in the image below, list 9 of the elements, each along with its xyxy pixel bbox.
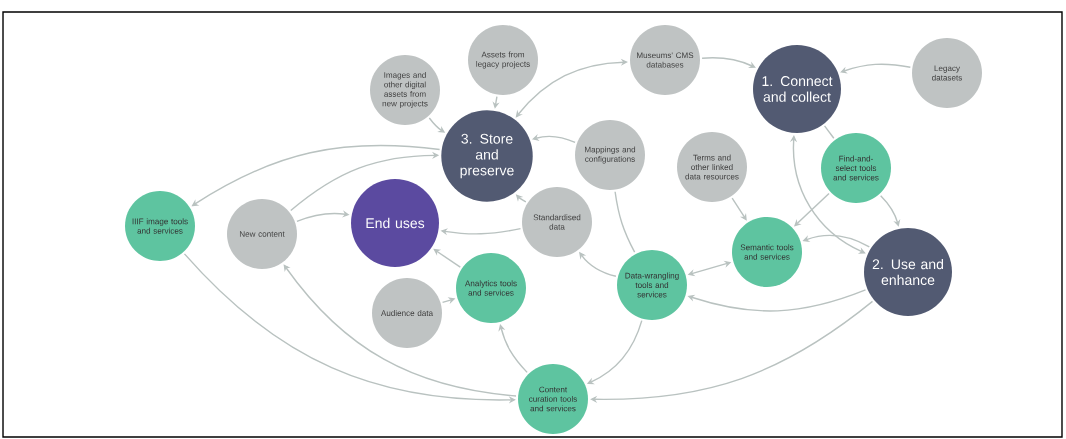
- arrow: [191, 144, 441, 207]
- arrow: [789, 135, 866, 254]
- arrow: [283, 264, 517, 397]
- arrow: [840, 63, 912, 74]
- arrow: [731, 197, 747, 221]
- arrow: [590, 300, 874, 403]
- arrow: [880, 194, 901, 227]
- arrow: [515, 58, 628, 118]
- arrow: [794, 192, 830, 227]
